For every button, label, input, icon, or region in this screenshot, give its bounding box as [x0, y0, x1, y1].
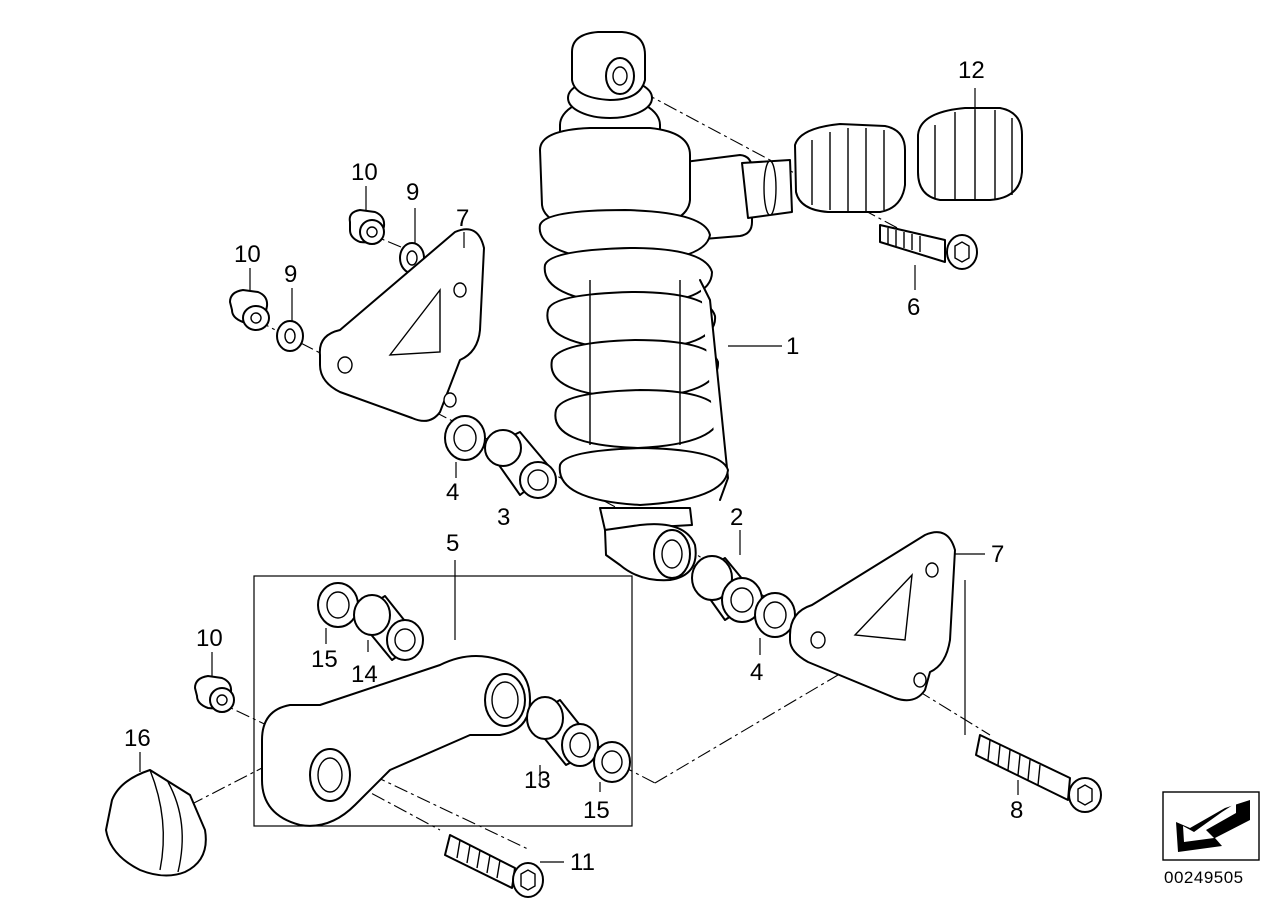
callout-4-left: 4 — [446, 479, 459, 506]
link-kit-box — [253, 575, 633, 827]
reference-number: 00249505 — [1164, 868, 1244, 887]
bracket-lower — [789, 531, 956, 702]
callout-2: 2 — [730, 504, 743, 531]
sleeve-3 — [484, 429, 557, 499]
washer-4-left — [444, 415, 486, 461]
callout-3: 3 — [497, 504, 510, 531]
callout-1: 1 — [786, 333, 799, 360]
sleeve-2 — [691, 555, 763, 623]
callout-labels: 1 2 3 4 4 5 6 7 7 8 9 9 10 10 10 11 12 1… — [124, 57, 1023, 876]
callout-9-upper: 9 — [406, 179, 419, 206]
callout-16: 16 — [124, 725, 151, 752]
link-arm — [261, 655, 531, 827]
washer-15-lower — [593, 741, 631, 783]
washer-4-right — [754, 592, 796, 638]
callout-11: 11 — [570, 849, 595, 876]
callout-7-upper: 7 — [456, 205, 469, 232]
callout-10-lower: 10 — [196, 625, 223, 652]
sleeve-13 — [526, 696, 599, 767]
bracket-upper — [318, 228, 485, 422]
shock-absorber — [538, 31, 906, 582]
callout-8: 8 — [1010, 797, 1023, 824]
callout-10-upper: 10 — [351, 159, 378, 186]
callout-10-mid: 10 — [234, 241, 261, 268]
callout-15-upper: 15 — [311, 646, 338, 673]
bolt-11 — [444, 834, 544, 898]
leader-lines — [139, 88, 1019, 863]
orientation-arrow-icon — [1162, 791, 1260, 861]
sleeve-14 — [353, 594, 424, 661]
callout-12: 12 — [958, 57, 985, 84]
bolt-8 — [975, 734, 1102, 813]
callout-14: 14 — [351, 661, 378, 688]
cover-16 — [105, 769, 207, 877]
nut-washer-mid — [229, 289, 304, 352]
washer-15-upper — [317, 582, 359, 628]
callout-13: 13 — [524, 767, 551, 794]
bolt-6 — [879, 224, 978, 270]
adjuster-knob — [917, 107, 1023, 201]
callout-7-lower: 7 — [991, 541, 1004, 568]
callout-5: 5 — [446, 530, 459, 557]
nut-lower — [194, 675, 235, 713]
callout-4-right: 4 — [750, 659, 763, 686]
callout-15-lower: 15 — [583, 797, 610, 824]
callout-6: 6 — [907, 294, 920, 321]
callout-9-lower: 9 — [284, 261, 297, 288]
nut-washer-upper — [348, 209, 425, 274]
